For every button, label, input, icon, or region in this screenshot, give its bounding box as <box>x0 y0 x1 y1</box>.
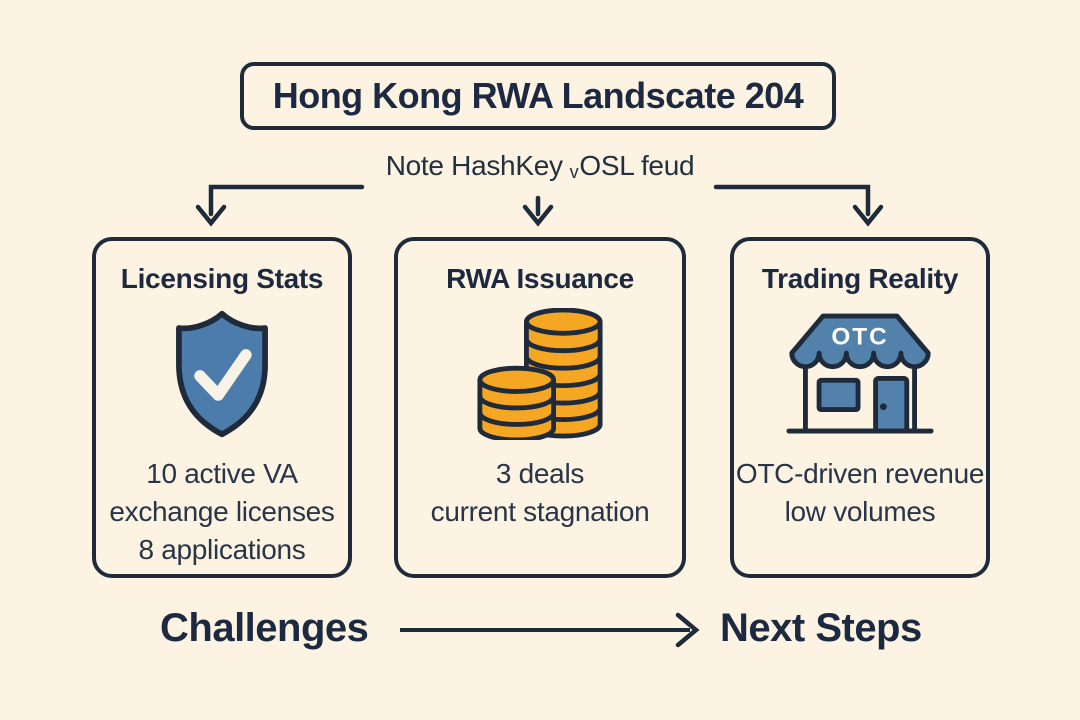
card-line: low volumes <box>784 496 936 527</box>
card-body: 3 deals current stagnation <box>431 455 650 531</box>
card-trading-reality: Trading Reality OTC OTC-driven revenue l… <box>730 237 990 578</box>
title-box: Hong Kong RWA Landscate 204 <box>240 62 836 130</box>
card-line: 3 deals <box>495 458 585 489</box>
card-line: 8 applications <box>138 534 306 565</box>
card-body: 10 active VA exchange licenses 8 applica… <box>109 455 335 569</box>
page-title: Hong Kong RWA Landscate 204 <box>272 75 804 116</box>
footer-next-steps-label: Next Steps <box>720 606 922 650</box>
connector-arrow-left <box>195 184 365 227</box>
awning-label: OTC <box>831 323 888 350</box>
store-awning <box>789 313 931 369</box>
card-title: RWA Issuance <box>446 263 634 294</box>
subtitle-vs: v <box>569 162 579 182</box>
subtitle: Note HashKey vOSL feud <box>0 150 1080 183</box>
coin-stack-icon <box>476 307 604 441</box>
connector-arrow-middle <box>522 195 554 227</box>
connector-arrow-right <box>713 184 884 227</box>
subtitle-post: OSL feud <box>579 150 695 181</box>
door-handle <box>879 402 887 410</box>
card-rwa-issuance: RWA Issuance <box>394 237 686 578</box>
card-licensing-stats: Licensing Stats 10 active VA exchange li… <box>92 237 352 578</box>
storefront-icon: OTC <box>784 307 936 441</box>
card-line: 10 active VA <box>146 458 298 489</box>
card-line: OTC-driven revenue <box>735 458 985 489</box>
coin-stack-short <box>477 365 556 440</box>
store-window <box>816 377 861 412</box>
card-title: Licensing Stats <box>120 263 324 294</box>
card-line: exchange licenses <box>109 496 335 527</box>
card-title: Trading Reality <box>761 263 959 294</box>
card-body: OTC-driven revenue low volumes <box>735 455 985 531</box>
footer-arrow-icon <box>400 612 700 648</box>
store-door <box>873 375 910 433</box>
subtitle-pre: Note HashKey <box>385 150 563 181</box>
footer-challenges-label: Challenges <box>160 606 369 650</box>
card-line: current stagnation <box>430 496 650 527</box>
shield-check-icon <box>164 307 280 441</box>
